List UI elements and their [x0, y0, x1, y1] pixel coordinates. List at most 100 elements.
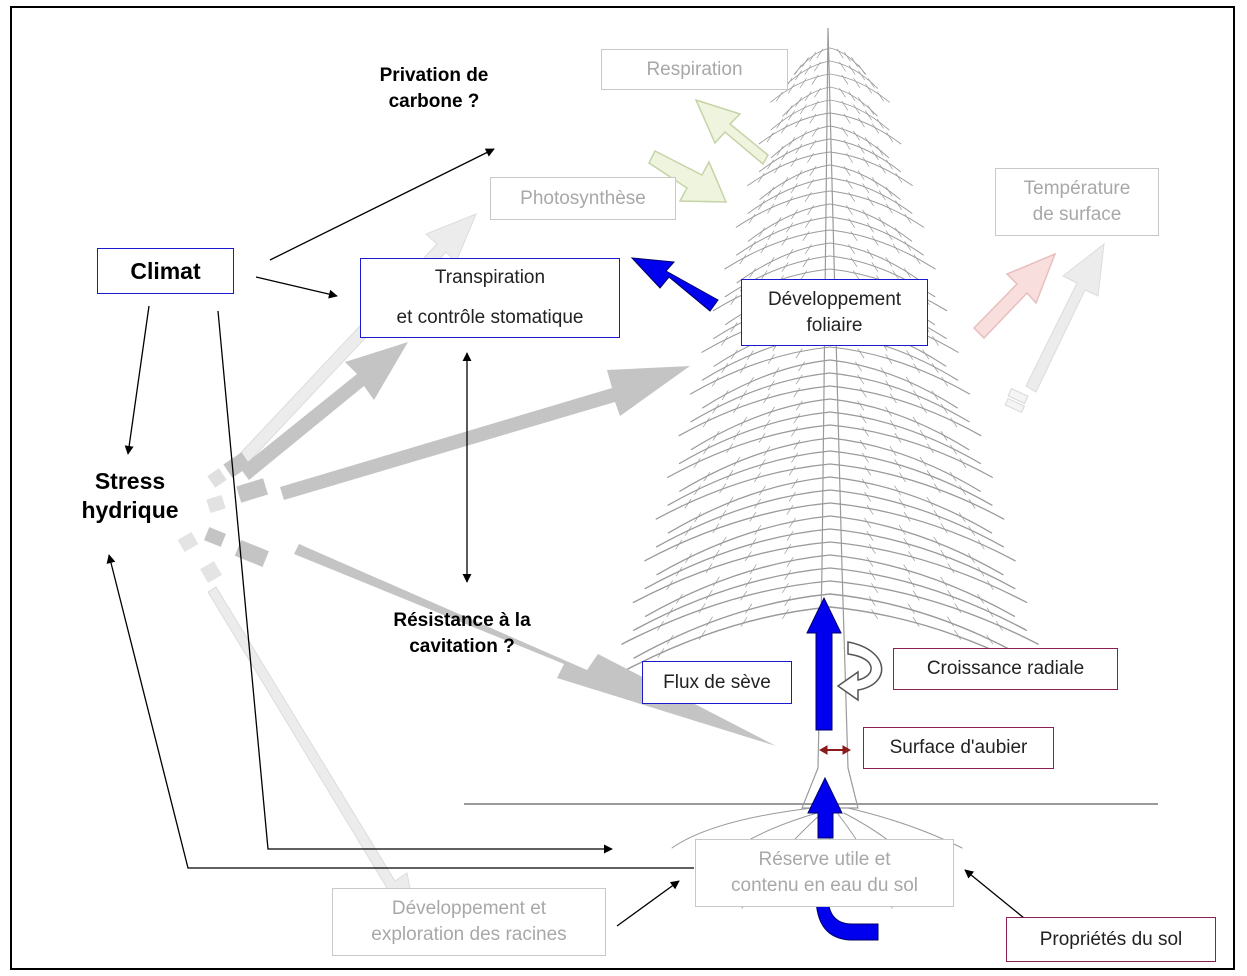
tree-needle [786, 504, 794, 515]
tree-needle [790, 183, 798, 194]
tree-needle [862, 157, 870, 167]
tree-needle [876, 118, 884, 129]
tree-needle [675, 539, 683, 550]
tree-branch [829, 398, 970, 451]
tree-needle [959, 485, 966, 496]
tree-needle [754, 498, 761, 509]
tree-branch [633, 593, 831, 659]
tree-needle [940, 431, 948, 441]
tree-needle [862, 183, 870, 194]
diagram-frame: Respiration Photosynthèse Température de… [10, 6, 1235, 970]
arrow-stress-to-foliaire [280, 366, 690, 500]
transpiration-box: Transpiration et contrôle stomatique [360, 258, 620, 338]
tree-needle [871, 262, 879, 272]
tree-needle [865, 83, 873, 94]
tree-needle [904, 240, 912, 251]
tree-needle [871, 150, 879, 161]
tree-needle [782, 583, 789, 593]
tree-needle [807, 179, 814, 189]
tree-needle [919, 456, 927, 467]
tree-branch [829, 229, 936, 270]
tree-needle [852, 270, 860, 281]
tree-needle [954, 603, 962, 614]
respiration-label: Respiration [646, 58, 743, 80]
tree-branch [782, 86, 831, 117]
tree-needle [791, 478, 799, 489]
tree-needle [788, 465, 796, 476]
tree-needle [846, 179, 853, 189]
tree-branch [829, 463, 1005, 520]
tree-needle [865, 110, 872, 121]
tree-needle [868, 570, 876, 580]
tree-needle [986, 634, 994, 645]
developpement-racines-box: Développement et exploration des racines [332, 888, 606, 956]
tree-needle [977, 539, 985, 550]
tree-needle [986, 607, 994, 618]
tree-needle [802, 231, 810, 241]
tree-needle [841, 100, 849, 111]
tree-branch [759, 138, 831, 173]
tree-needle [908, 551, 916, 562]
tree-needle [940, 576, 948, 587]
tree-needle [954, 630, 961, 640]
tree-needle [795, 143, 803, 154]
tree-needle [676, 593, 683, 604]
tree-needle [904, 213, 912, 224]
tree-branch [829, 541, 1028, 604]
tree-needle [859, 387, 867, 398]
tree-needle [977, 566, 985, 577]
tree-needle [839, 87, 846, 98]
tree-needle [784, 544, 792, 554]
tree-needle [871, 609, 878, 619]
tree-root [671, 807, 813, 849]
tree-needle [754, 472, 761, 483]
tree-needle [804, 65, 812, 75]
tree-needle [941, 376, 948, 387]
tree-needle [781, 123, 788, 134]
tree-needle [947, 590, 955, 600]
tree-needle [940, 550, 948, 560]
tree-needle [758, 200, 765, 210]
tree-branch [689, 346, 831, 395]
tree-branch [829, 515, 1004, 576]
tree-needle [807, 152, 814, 163]
tree-needle [719, 510, 727, 520]
tree-needle [766, 132, 774, 143]
tree-needle [913, 390, 920, 400]
tree-needle [781, 177, 789, 187]
tree-needle [885, 406, 892, 417]
tree-needle [749, 538, 757, 548]
tree-needle [855, 361, 862, 372]
tree-needle [721, 363, 729, 373]
resistance-cavitation-label: Résistance à la cavitation ? [393, 610, 531, 657]
tree-needle [899, 472, 906, 483]
green-arrows [648, 98, 769, 203]
tree-needle [739, 363, 747, 374]
tree-branch [667, 450, 831, 506]
tree-needle [772, 367, 780, 378]
tree-needle [781, 150, 789, 161]
tree-needle [767, 256, 775, 267]
tree-needle [932, 336, 939, 346]
tree-needle [733, 430, 741, 440]
tree-needle [919, 430, 927, 440]
tree-branch [644, 554, 831, 618]
reserve-utile-box: Réserve utile et contenu en eau du sol [695, 839, 954, 907]
tree-needle [889, 419, 897, 430]
tree-needle [892, 270, 900, 281]
tree-branch [829, 424, 993, 478]
tree-needle [927, 443, 934, 454]
tree-needle [747, 376, 754, 387]
arrow-proprietes-to-reserve [964, 869, 1025, 919]
tree-needle [848, 244, 855, 254]
tree-needle [898, 525, 906, 535]
tree-needle [774, 163, 781, 174]
flux-seve-label: Flux de sève [663, 671, 771, 693]
tree-branch [829, 216, 924, 256]
tree-branch [829, 60, 879, 89]
tree-branch [655, 489, 831, 548]
tree-needle [666, 607, 674, 618]
tree-branch [679, 437, 831, 492]
tree-needle [763, 419, 771, 430]
temperature-surface-label: Température de surface [1023, 178, 1131, 225]
